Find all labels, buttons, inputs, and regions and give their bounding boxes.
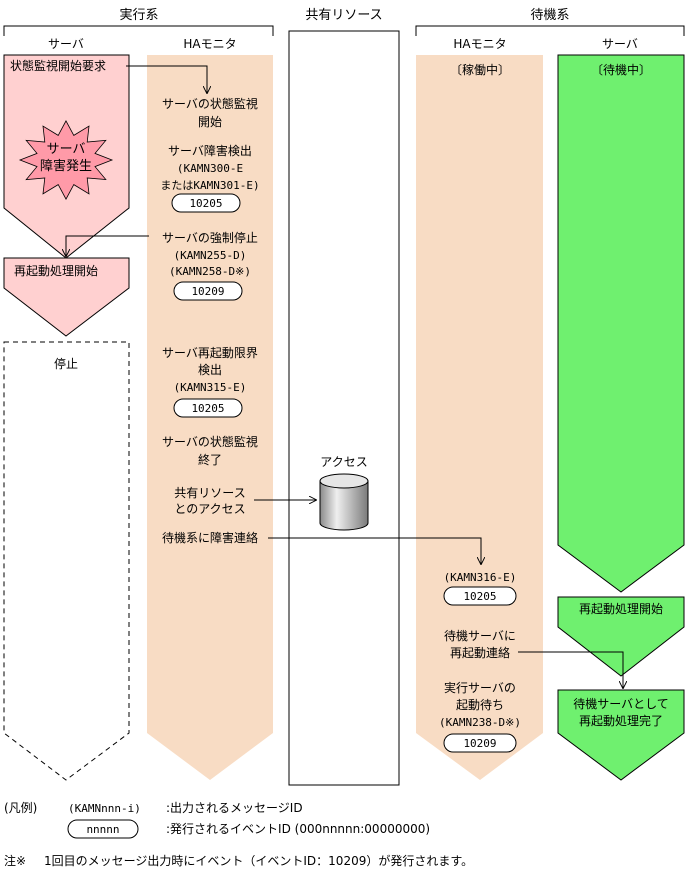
- standby-monitor-state: 〔稼働中〕: [450, 62, 510, 77]
- monitor-end-text-1: サーバの状態監視: [162, 434, 258, 449]
- standby-server-state: 〔待機中〕: [591, 62, 651, 77]
- shared-access-text-1: 共有リソース: [174, 486, 245, 500]
- arrow-notify-standby: [268, 537, 481, 564]
- event-badge-text: 10205: [191, 402, 224, 415]
- forced-stop-text-3: (KAMN258-D※): [169, 265, 251, 278]
- restart-limit-text-2: 検出: [198, 363, 222, 377]
- shared-access-text-2: とのアクセス: [174, 502, 245, 516]
- notify-server-text-2: 再起動連絡: [450, 645, 510, 660]
- notify-server-text-1: 待機サーバに: [444, 628, 516, 643]
- header-standby-system: 待機系: [530, 8, 569, 23]
- standby-ha-monitor-column: [416, 55, 543, 780]
- stopped-text: 停止: [54, 356, 78, 371]
- event-badge-text: 10205: [189, 197, 222, 210]
- monitor-end-text-2: 終了: [198, 452, 222, 467]
- shared-resource-column: [288, 30, 400, 786]
- arrow-monitor-request: [126, 65, 207, 93]
- legend-message-desc: :出力されるメッセージID: [166, 801, 303, 815]
- wait-active-text-3: (KAMN238-D※): [439, 716, 521, 729]
- standby-server-done-block: [557, 689, 685, 781]
- failure-burst-icon: [18, 120, 114, 200]
- event-badge: [171, 193, 241, 213]
- event-badge: [443, 733, 517, 753]
- arrow-notify-server: [518, 651, 623, 688]
- legend-label: (凡例): [4, 801, 37, 815]
- failure-detect-text-3: またはKAMN301-E): [160, 179, 259, 192]
- restart-limit-text-3: (KAMN315-E): [174, 381, 247, 394]
- monitor-start-text-2: 開始: [198, 115, 222, 129]
- wait-active-text-1: 実行サーバの: [444, 680, 516, 695]
- legend-event-badge: [67, 819, 139, 839]
- notify-standby-text: 待機系に障害連絡: [162, 530, 258, 545]
- legend-event-desc: :発行されるイベントID (000nnnnn:00000000): [166, 822, 430, 836]
- col-active-ha-monitor: HAモニタ: [183, 37, 236, 51]
- forced-stop-text-2: (KAMN255-D): [174, 249, 247, 262]
- flow-arrows: [66, 65, 623, 688]
- legend-event-sample: nnnnn: [86, 823, 119, 836]
- restart-done-text-2: 再起動処理完了: [579, 713, 663, 728]
- arrow-forced-stop: [66, 235, 149, 256]
- col-active-server: サーバ: [48, 37, 84, 51]
- failure-detect-text-1: サーバ障害検出: [168, 143, 252, 158]
- active-server-restart-block: [3, 257, 130, 337]
- burst-text-1: サーバ: [47, 142, 86, 157]
- legend-message-sample: (KAMNnnn-i): [68, 802, 141, 815]
- failure-detect-text-2: (KAMN300-E: [177, 162, 243, 175]
- event-badge-text: 10205: [463, 590, 496, 603]
- header-active-system: 実行系: [119, 7, 158, 23]
- wait-active-text-2: 起動待ち: [456, 698, 504, 712]
- monitor-start-text-1: サーバの状態監視: [162, 96, 258, 111]
- note-text: 1回目のメッセージ出力時にイベント（イベントID：10209）が発行されます。: [44, 853, 473, 868]
- header-brackets: [3, 25, 685, 36]
- event-badge-text: 10209: [463, 737, 496, 750]
- forced-stop-text-1: サーバの強制停止: [162, 230, 258, 245]
- standby-message-text: (KAMN316-E): [444, 571, 517, 584]
- col-standby-ha-monitor: HAモニタ: [453, 37, 506, 51]
- event-badge-text: 10209: [191, 285, 224, 298]
- col-standby-server: サーバ: [602, 37, 638, 51]
- active-server-stopped-block: [3, 341, 130, 781]
- restart-done-text-1: 待機サーバとして: [573, 696, 669, 711]
- standby-server-waiting-block: [557, 54, 685, 593]
- header-shared-resource: 共有リソース: [305, 8, 382, 23]
- restart-limit-text-1: サーバ再起動限界: [162, 346, 258, 360]
- event-badge: [173, 281, 243, 301]
- event-badge: [443, 586, 517, 606]
- active-restart-start-text: 再起動処理開始: [14, 264, 98, 278]
- monitor-request-text: 状態監視開始要求: [10, 58, 106, 73]
- shared-storage-cylinder-icon: [319, 473, 369, 531]
- event-badge: [173, 398, 243, 418]
- shared-access-label: アクセス: [320, 455, 367, 469]
- burst-text-2: 障害発生: [40, 158, 92, 174]
- note-mark: 注※: [4, 853, 26, 868]
- standby-server-restart-block: [557, 596, 685, 677]
- standby-restart-start-text: 再起動処理開始: [579, 602, 663, 616]
